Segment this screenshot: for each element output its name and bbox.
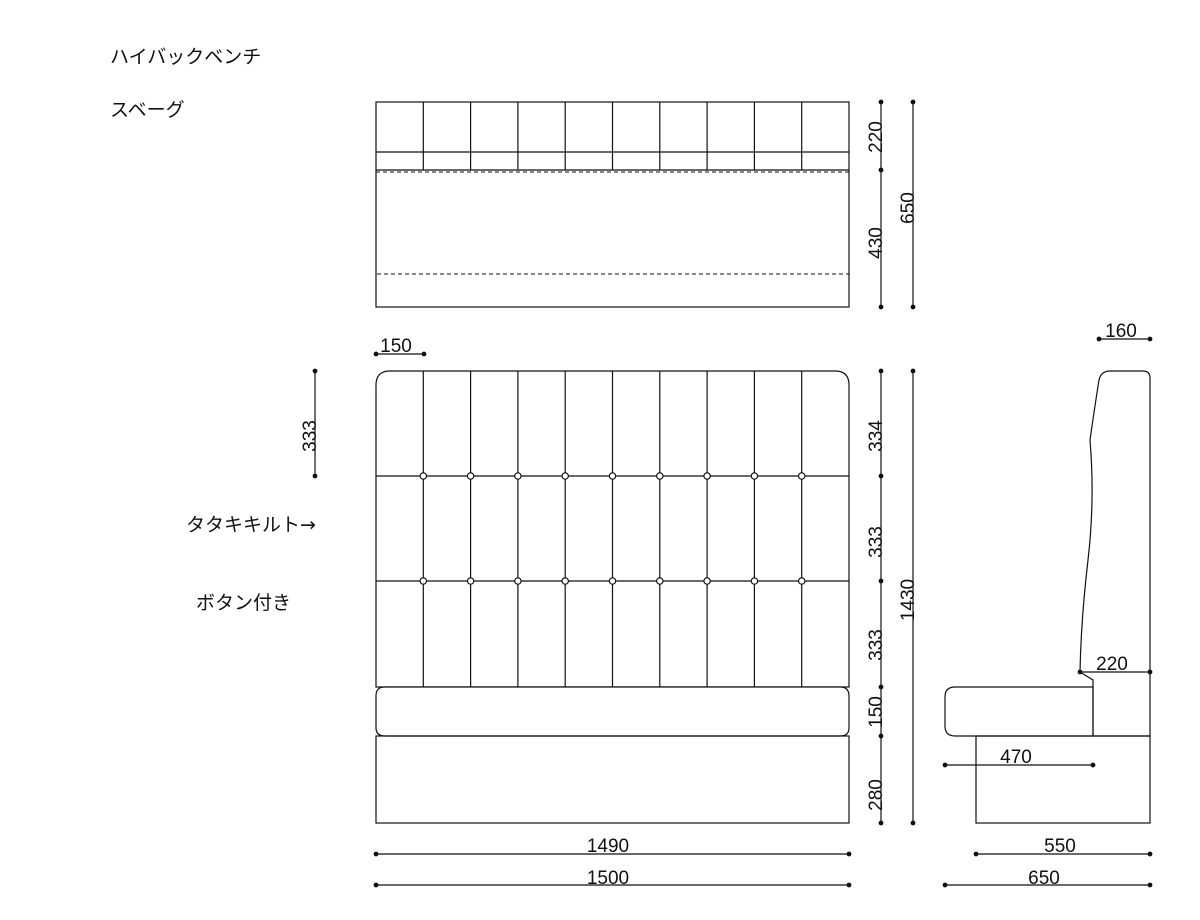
dim-dot (312, 473, 318, 479)
dim-top-back-depth: 220 (866, 121, 887, 153)
tufting-button (750, 577, 759, 585)
tufting-button (703, 472, 711, 480)
tufting-button (466, 577, 475, 585)
tufting-button (608, 472, 617, 480)
dim-dot (846, 851, 852, 857)
dim-dot (910, 368, 916, 374)
tufting-button (514, 472, 522, 480)
dim-side-base-depth: 550 (1044, 836, 1076, 857)
dim-dot (1090, 762, 1096, 768)
dim-front-inner-width: 1490 (587, 836, 629, 857)
dim-front-seat: 150 (866, 696, 887, 728)
dim-dot (973, 851, 979, 857)
dim-dot (942, 762, 948, 768)
dim-dot (878, 578, 884, 584)
front-view-seat (375, 686, 850, 737)
front-view-buttons (419, 472, 806, 585)
side-view-dimensions: 160 220 470 550 650 (942, 321, 1153, 889)
dim-dot (1147, 336, 1153, 342)
dim-dot (942, 882, 948, 888)
dim-dot (910, 99, 916, 105)
tufting-button (561, 577, 570, 585)
side-view-backrest (1079, 370, 1151, 737)
tufting-button (561, 472, 570, 480)
dim-side-seat-depth: 470 (1000, 747, 1032, 768)
top-view (375, 101, 850, 308)
side-view (944, 370, 1151, 824)
dim-dot (910, 304, 916, 310)
quilt-note: タタキキルト→ (186, 514, 316, 536)
dim-dot (312, 368, 318, 374)
dim-dot (373, 882, 379, 888)
front-view-backrest (375, 370, 850, 688)
tufting-button (419, 472, 428, 480)
front-view-base (375, 735, 850, 824)
button-note: ボタン付き (196, 592, 292, 614)
dim-dot (878, 733, 884, 739)
dim-dot (846, 882, 852, 888)
tufting-button (655, 472, 664, 480)
tufting-button (797, 577, 806, 585)
dim-dot (878, 684, 884, 690)
front-view-dimensions: 150 333 334 333 333 150 280 1430 1490 15… (300, 336, 919, 889)
top-view-seat-hidden (375, 171, 850, 275)
product-model: スベーグ (110, 99, 185, 121)
tufting-button (466, 472, 475, 480)
tufting-button (797, 472, 806, 480)
dim-top-total-depth: 650 (898, 192, 919, 224)
dim-front-base: 280 (866, 779, 887, 811)
dim-front-row-left: 333 (300, 420, 321, 452)
tufting-button (703, 577, 711, 585)
side-view-seat (944, 686, 1094, 737)
dim-front-row1: 334 (866, 420, 887, 452)
product-name: ハイバックベンチ (110, 46, 262, 68)
dim-front-total-width: 1500 (587, 868, 629, 889)
dim-front-row2: 333 (866, 526, 887, 558)
dim-side-top-thickness: 160 (1105, 321, 1137, 342)
tufting-button (514, 577, 522, 585)
dim-dot (1147, 851, 1153, 857)
dim-dot (1147, 882, 1153, 888)
dim-dot (1077, 669, 1083, 675)
dim-dot (878, 820, 884, 826)
dim-dot (878, 167, 884, 173)
dim-dot (421, 351, 427, 357)
dim-dot (878, 473, 884, 479)
top-view-dimensions: 220 430 650 (866, 99, 919, 310)
top-view-panel-dividers (422, 102, 803, 170)
tufting-button (419, 577, 428, 585)
dim-front-panel-width: 150 (380, 336, 412, 357)
dim-dot (910, 820, 916, 826)
front-view (375, 370, 850, 824)
dim-dot (1096, 336, 1102, 342)
dim-dot (1147, 669, 1153, 675)
side-view-base (975, 735, 1151, 824)
dim-front-row3: 333 (866, 629, 887, 661)
front-view-panel-dividers (422, 371, 803, 687)
tufting-button (608, 577, 617, 585)
tufting-button (750, 472, 759, 480)
dim-side-back-thickness: 220 (1096, 654, 1128, 675)
dim-dot (373, 351, 379, 357)
dim-side-total-depth: 650 (1028, 868, 1060, 889)
dim-dot (878, 99, 884, 105)
tufting-button (655, 577, 664, 585)
dim-dot (878, 368, 884, 374)
dim-dot (373, 851, 379, 857)
dim-top-seat-depth: 430 (866, 227, 887, 259)
dim-front-total-height: 1430 (898, 579, 919, 621)
dim-dot (878, 304, 884, 310)
